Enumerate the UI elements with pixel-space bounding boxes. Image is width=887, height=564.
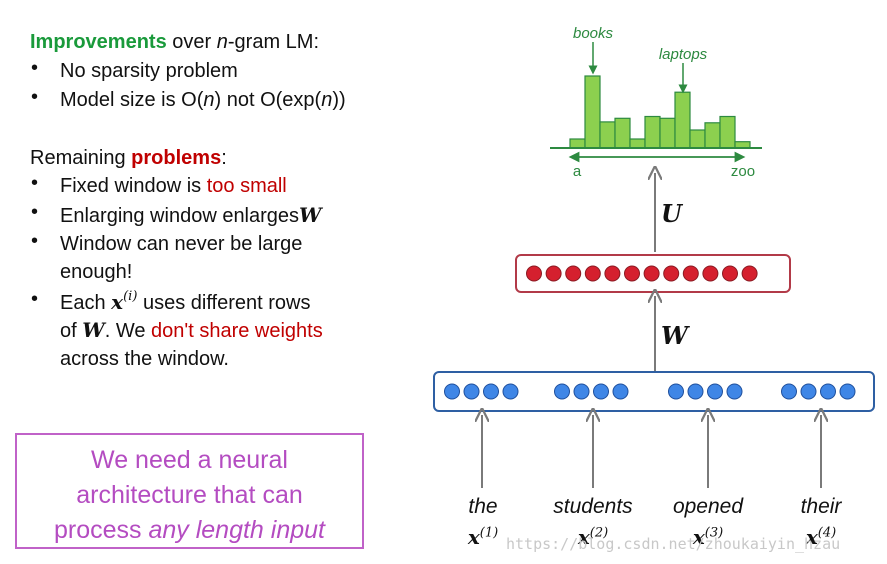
label-laptops: laptops <box>659 46 708 63</box>
x-vector-4: x(4) <box>805 525 837 549</box>
callout-line-1: We need a neural <box>91 446 288 474</box>
x-vector-2: x(2) <box>577 525 609 549</box>
x-vector-3: x(3) <box>692 525 724 549</box>
histogram-bar <box>689 129 706 149</box>
input-neuron <box>554 383 570 400</box>
input-neuron <box>612 383 629 400</box>
hidden-neuron <box>663 265 680 282</box>
input-neurons <box>444 383 856 400</box>
hidden-neuron <box>643 265 660 282</box>
input-neuron <box>820 383 836 400</box>
histogram-bar <box>569 138 586 149</box>
bullet: • <box>31 288 39 310</box>
input-neuron <box>573 383 590 400</box>
hidden-neuron <box>565 265 582 282</box>
histogram-bars <box>569 75 751 149</box>
bullet-never-large-l1: Window can never be large <box>60 233 303 255</box>
word-label-3: opened <box>672 495 744 518</box>
callout-line-2: architecture that can <box>76 481 303 509</box>
callout-box: We need a neural architecture that can p… <box>15 433 364 549</box>
histogram-bar <box>599 121 616 149</box>
histogram-bar <box>659 117 676 149</box>
label-books: books <box>573 25 614 42</box>
word-label-1: the <box>468 495 498 518</box>
input-neuron <box>781 383 797 400</box>
histogram-bar <box>629 138 646 149</box>
x-vector-1: x(1) <box>467 525 499 549</box>
matrix-U-label: U <box>661 199 684 228</box>
bullet: • <box>31 172 39 194</box>
input-neuron <box>668 383 684 400</box>
axis-start-label: a <box>573 163 582 180</box>
callout-line-3: process any length input <box>53 516 325 544</box>
bullet-each-x-l1: Each x(i) uses different rows <box>60 289 311 314</box>
remaining-heading: Remaining problems: <box>30 147 227 169</box>
hidden-neuron <box>545 265 562 282</box>
input-neuron <box>839 383 856 400</box>
bullet: • <box>31 86 39 108</box>
bullet: • <box>31 230 39 252</box>
word-label-2: students <box>553 495 633 518</box>
hidden-neuron <box>584 265 601 282</box>
bullet-fixed-window: Fixed window is too small <box>60 175 287 197</box>
input-neuron <box>483 383 499 400</box>
watermark: https://blog.csdn.net/zhoukaiyin_hzau <box>506 535 841 553</box>
input-neuron <box>593 383 609 400</box>
histogram-bar <box>614 117 631 149</box>
bullet-model-size: Model size is O(n) not O(exp(n)) <box>60 89 346 111</box>
hidden-neuron <box>526 265 542 282</box>
bullet-no-sparsity: No sparsity problem <box>60 60 238 82</box>
histogram-bar <box>704 122 721 149</box>
input-neuron <box>502 383 519 400</box>
hidden-neuron <box>741 265 758 282</box>
histogram-bar <box>644 115 661 149</box>
bullet-enlarging-window: Enlarging window enlargesW <box>60 203 322 227</box>
input-neuron <box>463 383 480 400</box>
input-layer-box <box>433 371 875 412</box>
bullet-never-large-l2: enough! <box>60 261 133 283</box>
histogram-bar <box>719 115 736 149</box>
histogram-bar <box>584 75 601 149</box>
word-label-4: their <box>800 495 842 518</box>
improvements-heading: Improvements over n-gram LM: <box>30 31 319 53</box>
axis-end-label: zoo <box>731 163 755 180</box>
bullet: • <box>31 57 39 79</box>
histogram-bar <box>674 91 691 149</box>
hidden-neuron <box>604 265 621 282</box>
bullet-each-x-l3: across the window. <box>60 348 229 370</box>
hidden-neuron <box>722 265 738 282</box>
input-neuron <box>444 383 460 400</box>
hidden-neuron <box>682 265 699 282</box>
input-neuron <box>726 383 743 400</box>
matrix-W-label: W <box>661 321 690 350</box>
input-neuron <box>687 383 704 400</box>
hidden-neuron <box>624 265 640 282</box>
input-neuron <box>707 383 723 400</box>
bullet-each-x-l2: of W. We don't share weights <box>60 318 323 342</box>
hidden-neurons <box>526 265 758 282</box>
hidden-neuron <box>702 265 719 282</box>
input-neuron <box>800 383 817 400</box>
bullet: • <box>31 201 39 223</box>
